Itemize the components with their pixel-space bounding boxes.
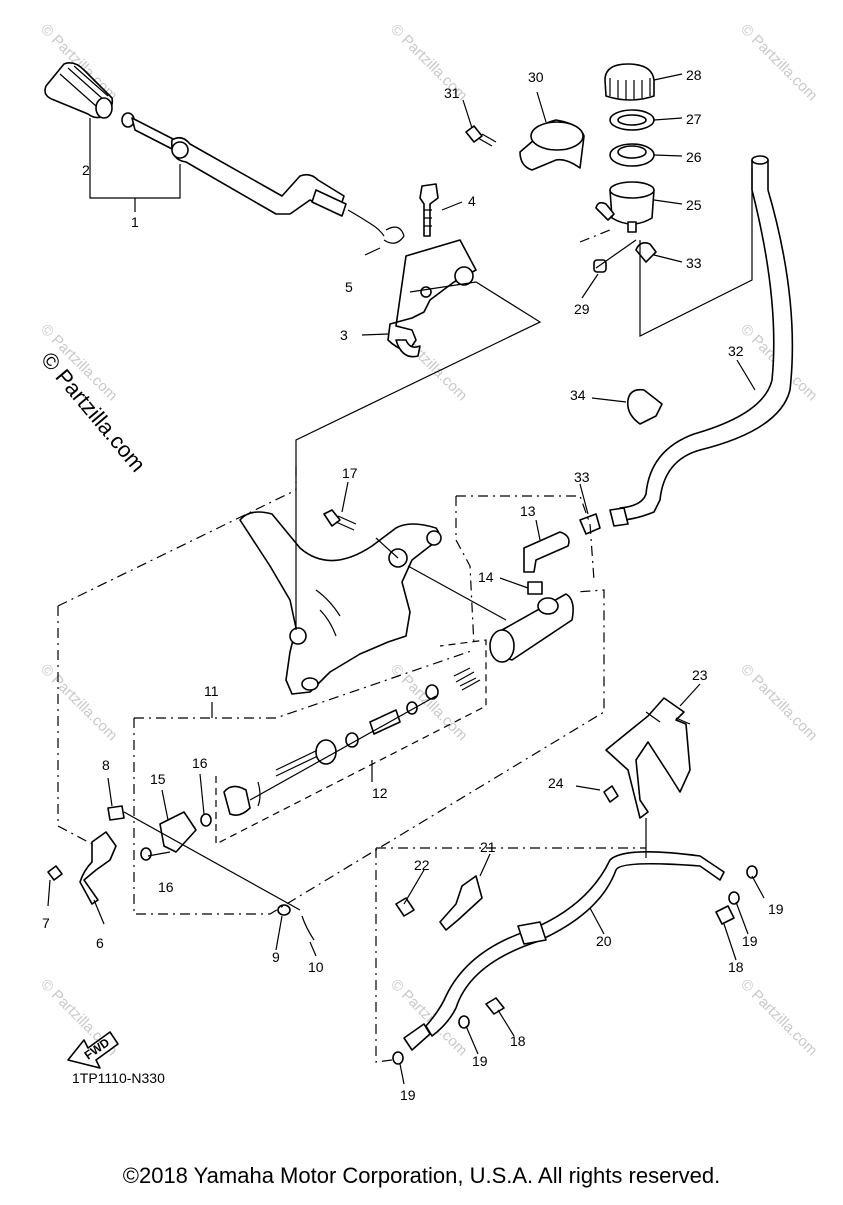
callout-28: 28 <box>686 67 702 83</box>
callout-19c: 19 <box>472 1053 488 1069</box>
dashed-groups <box>57 168 753 1063</box>
callout-17: 17 <box>342 465 358 481</box>
callout-2: 2 <box>82 162 90 178</box>
master-cylinder <box>47 531 574 941</box>
footrest-bracket <box>239 509 442 695</box>
callout-34: 34 <box>570 387 586 403</box>
copyright-notice: ©2018 Yamaha Motor Corporation, U.S.A. A… <box>122 1163 721 1188</box>
callout-21: 21 <box>480 839 496 855</box>
reservoir-group <box>465 63 657 273</box>
callout-29: 29 <box>574 301 590 317</box>
watermark: © Partzilla.com <box>737 976 820 1059</box>
callout-11: 11 <box>204 683 219 699</box>
callout-22: 22 <box>414 857 430 873</box>
watermark: © Partzilla.com <box>737 661 820 744</box>
callout-19a: 19 <box>768 901 784 917</box>
callout-24: 24 <box>548 775 564 791</box>
callout-23: 23 <box>692 667 708 683</box>
callout-16a: 16 <box>192 755 208 771</box>
leader-lines <box>47 73 765 1085</box>
callout-14: 14 <box>478 569 494 585</box>
callout-30: 30 <box>528 69 544 85</box>
callout-13: 13 <box>520 503 536 519</box>
callout-31: 31 <box>444 85 460 101</box>
callout-3: 3 <box>340 327 348 343</box>
callout-7: 7 <box>42 915 50 931</box>
reservoir-hose <box>579 155 794 535</box>
callout-8: 8 <box>102 757 110 773</box>
callout-32: 32 <box>728 343 744 359</box>
callout-19b: 19 <box>742 933 758 949</box>
callout-10: 10 <box>308 959 324 975</box>
callout-19d: 19 <box>400 1087 416 1103</box>
callout-6: 6 <box>96 935 104 951</box>
callout-33a: 33 <box>686 255 702 271</box>
callout-18a: 18 <box>728 959 744 975</box>
watermark: © Partzilla.com <box>37 661 120 744</box>
callout-25: 25 <box>686 197 702 213</box>
callout-4: 4 <box>468 193 476 209</box>
brake-pedal-assembly <box>44 62 405 244</box>
callout-9: 9 <box>272 949 280 965</box>
callout-18b: 18 <box>510 1033 526 1049</box>
pedal-bracket <box>387 183 477 358</box>
watermark: © Partzilla.com <box>737 21 820 104</box>
callout-15: 15 <box>150 771 166 787</box>
brake-hose <box>392 697 758 1065</box>
drawing-code: 1TP1110-N330 <box>72 1070 165 1086</box>
callout-20: 20 <box>596 933 612 949</box>
callout-26: 26 <box>686 149 702 165</box>
callout-33b: 33 <box>574 469 590 485</box>
callout-12: 12 <box>372 785 388 801</box>
callout-1: 1 <box>131 214 139 230</box>
callout-5: 5 <box>345 279 353 295</box>
callouts: 1 2 3 4 5 6 7 8 9 10 11 12 13 14 15 16 1… <box>42 67 784 1103</box>
callout-16b: 16 <box>158 879 174 895</box>
callout-27: 27 <box>686 111 702 127</box>
